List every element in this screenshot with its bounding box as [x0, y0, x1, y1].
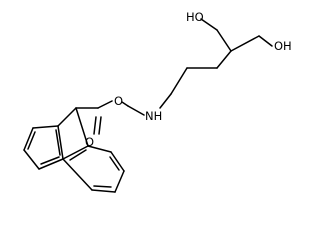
bond-c9-c9a	[57, 107, 77, 127]
atom-label-amide-nitrogen: NH	[145, 109, 162, 123]
bond-left-ring-inner-1	[27, 131, 36, 150]
bond-chain-nh	[159, 93, 172, 109]
structure-canvas: HO OH O O NH	[23, 10, 292, 193]
bond-chain-1	[216, 50, 232, 69]
atom-label-carbonyl-oxygen: O	[85, 135, 94, 149]
bond-oh-ch2-top	[200, 18, 218, 31]
bond-right-ring-5	[62, 158, 93, 191]
bond-co-double-a	[93, 116, 97, 135]
bond-left-ring-1	[32, 125, 59, 129]
bond-c9a-c4a	[57, 125, 64, 160]
bond-right-ring-inner-2	[93, 185, 112, 188]
bond-right-ring-inner-3	[69, 149, 87, 161]
bond-right-ring-3	[114, 170, 125, 193]
bond-left-ring-2	[23, 127, 34, 151]
atom-label-hydroxyl-right: OH	[274, 39, 292, 53]
bond-right-ring-inner-1	[109, 156, 120, 171]
bond-ether-ch2	[97, 100, 113, 109]
bond-left-ring-4	[38, 158, 64, 170]
molecule-diagram: HO OH O O NH	[23, 10, 292, 193]
bond-chain-3	[170, 67, 188, 95]
atom-label-hydroxyl-top: HO	[186, 10, 204, 24]
bond-left-ring-inner-2	[40, 156, 60, 165]
bond-nh-carbonyl	[127, 105, 145, 116]
bond-ch2-ch-top	[216, 29, 232, 52]
bond-co-double-b	[98, 116, 102, 135]
bond-c8a-c4b	[62, 145, 89, 160]
bond-ch2-oh-right	[258, 35, 273, 47]
bond-ch-ch2-right	[230, 35, 260, 52]
bond-right-ring-2	[110, 151, 125, 172]
bond-right-ring-4	[91, 189, 116, 193]
bond-left-ring-3	[23, 149, 40, 170]
bond-left-ring-inner-3	[55, 129, 61, 156]
bond-carbonyl-ether	[121, 101, 129, 107]
bond-right-ring-1	[87, 145, 112, 153]
bond-c9-c8a	[75, 107, 89, 147]
atom-label-ether-oxygen: O	[114, 94, 123, 108]
